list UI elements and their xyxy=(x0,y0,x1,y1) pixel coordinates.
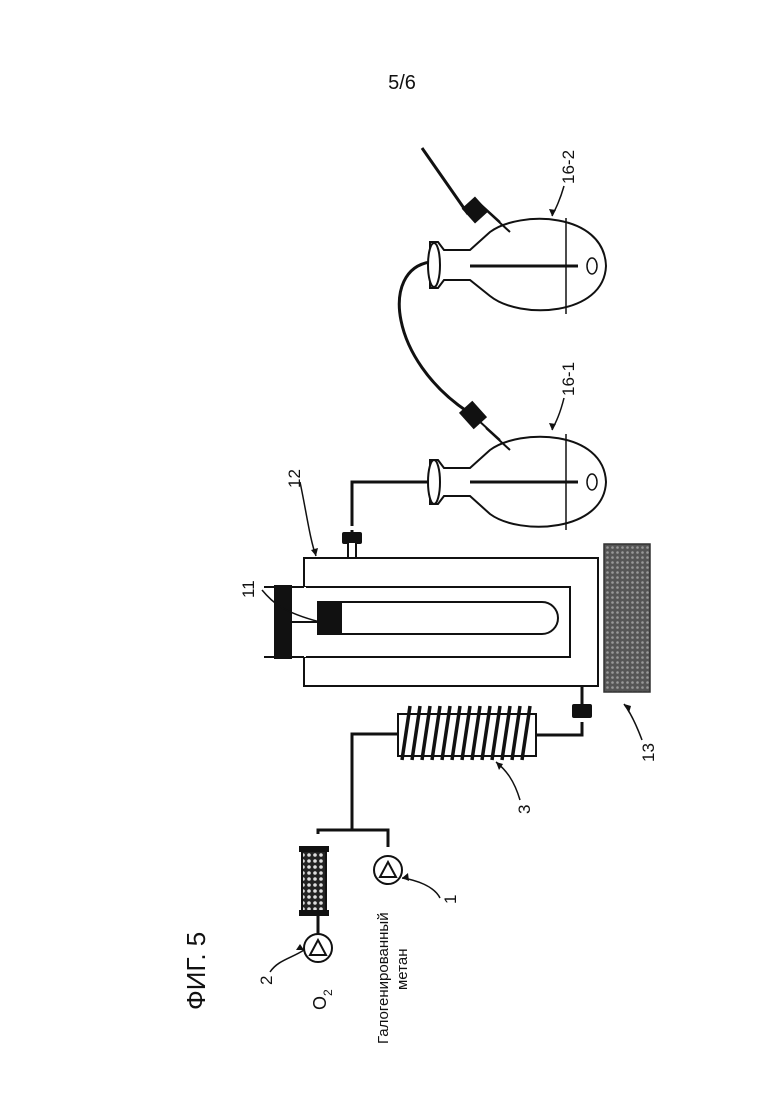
preheater-coil-icon xyxy=(398,706,536,760)
ref-label-16-2: 16-2 xyxy=(559,150,578,184)
ref-label-3: 3 xyxy=(515,805,534,814)
ref-label-12: 12 xyxy=(285,469,304,488)
ref-label-13: 13 xyxy=(639,743,658,762)
ref-label-11: 11 xyxy=(239,580,258,598)
halogenated-methane-label-line1: Галогенированный xyxy=(375,912,392,1044)
heater-block-icon xyxy=(604,544,650,692)
filter-icon xyxy=(299,846,329,916)
halogenated-methane-label-line2: метан xyxy=(394,949,411,990)
figure-title: ФИГ. 5 xyxy=(181,932,211,1010)
pump-o2-icon xyxy=(304,934,332,962)
flask-16-2-icon xyxy=(428,197,606,314)
ref-label-16-1: 16-1 xyxy=(559,362,578,396)
pump-methane-icon xyxy=(374,856,402,884)
ref-label-1: 1 xyxy=(441,895,460,904)
reactor-vessel-icon xyxy=(264,558,598,686)
ref-label-2: 2 xyxy=(257,976,276,985)
o2-label: O2 xyxy=(310,989,335,1010)
flask-16-1-icon xyxy=(428,401,606,530)
